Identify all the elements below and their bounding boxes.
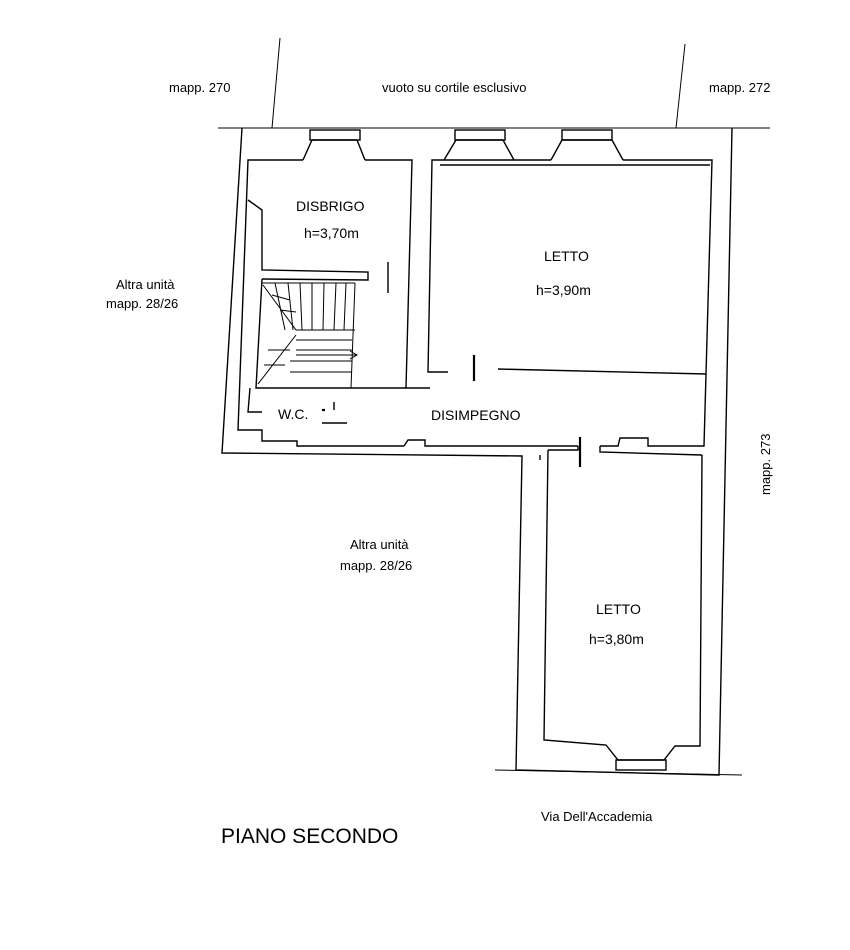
- letto2-walls: [539, 449, 703, 771]
- disbrigo-walls: [247, 199, 389, 293]
- altra-unita-center-line1: Altra unità: [350, 537, 409, 552]
- letto1-height: h=3,90m: [536, 282, 591, 298]
- altra-unita-left-line1: Altra unità: [116, 277, 175, 292]
- mapp-270-label: mapp. 270: [169, 80, 230, 95]
- altra-unita-center-line2: mapp. 28/26: [340, 558, 412, 573]
- mapp-273-label: mapp. 273: [758, 434, 773, 495]
- disbrigo-height: h=3,70m: [304, 225, 359, 241]
- boundary-line-270: [271, 37, 281, 129]
- window-top-1: [302, 129, 366, 161]
- letto2-height: h=3,80m: [589, 631, 644, 647]
- window-top-3: [550, 129, 624, 161]
- disbrigo-name: DISBRIGO: [296, 198, 365, 214]
- altra-unita-left-line2: mapp. 28/26: [106, 296, 178, 311]
- outer-walls: [221, 127, 733, 776]
- wc-name: W.C.: [278, 406, 308, 422]
- floor-title: PIANO SECONDO: [221, 825, 398, 848]
- street-label: Via Dell'Accademia: [541, 809, 653, 824]
- letto1-name: LETTO: [544, 248, 589, 264]
- vuoto-label: vuoto su cortile esclusivo: [382, 80, 527, 95]
- window-top-2: [443, 129, 515, 161]
- boundary-line-272: [675, 43, 686, 129]
- disimpegno-name: DISIMPEGNO: [431, 407, 521, 423]
- staircase: [255, 278, 406, 389]
- disimpegno-walls: [247, 355, 707, 467]
- mapp-272-label: mapp. 272: [709, 80, 770, 95]
- letto2-name: LETTO: [596, 601, 641, 617]
